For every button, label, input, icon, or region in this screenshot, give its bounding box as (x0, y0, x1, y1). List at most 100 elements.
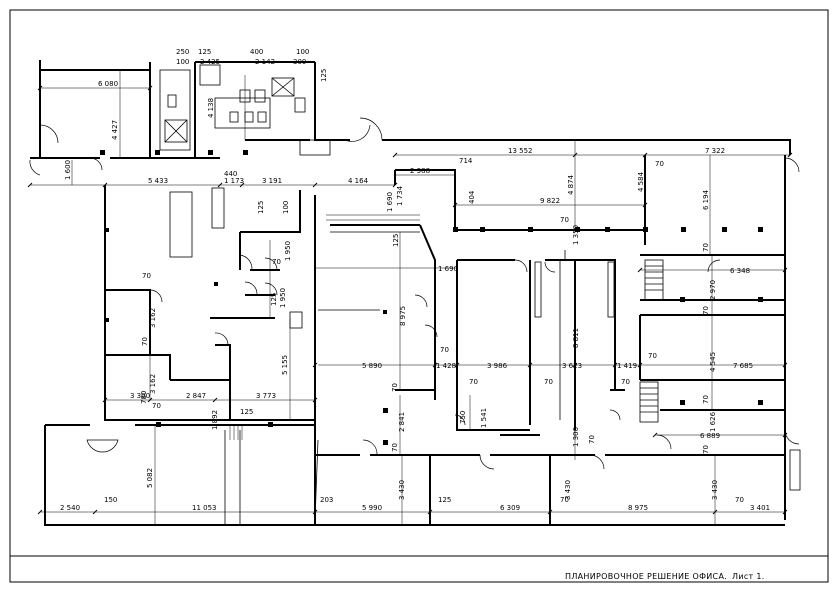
dimension-labels: 6 080 4 427 1 600 5 433 440 1 173 3 191 … (60, 48, 770, 512)
dim-6309: 6 309 (500, 504, 520, 512)
dim-150: 150 (104, 496, 117, 504)
dim-100-top: 100 (176, 58, 189, 66)
dim-1626: 1 626 (709, 411, 717, 432)
dim-1300: 1 300 (572, 427, 580, 447)
dim-70-e: 70 (141, 337, 149, 346)
dim-6080: 6 080 (98, 80, 118, 88)
dim-70-d: 70 (142, 272, 151, 280)
dim-3430-b: 3 430 (711, 480, 719, 500)
dim-3430-c: 3 430 (564, 480, 572, 500)
dim-6194: 6 194 (702, 189, 710, 210)
dim-7322: 7 322 (705, 147, 725, 155)
dim-400: 400 (250, 48, 263, 56)
dim-203: 203 (320, 496, 333, 504)
dim-70-j: 70 (621, 378, 630, 386)
partitions (159, 64, 801, 525)
dim-70-g: 70 (648, 352, 657, 360)
dim-5990: 5 990 (362, 504, 382, 512)
dim-70-i: 70 (544, 378, 553, 386)
dim-70-s: 70 (560, 496, 569, 504)
dim-1892: 1 892 (211, 410, 219, 430)
dim-3300: 3 300 (130, 392, 150, 400)
dim-125-f: 125 (240, 408, 253, 416)
dim-1734: 1 734 (396, 185, 404, 206)
dim-1350: 1 350 (572, 225, 580, 245)
dim-70-o: 70 (702, 445, 710, 454)
dim-5155: 5 155 (281, 355, 289, 375)
dim-125-mid: 125 (392, 234, 400, 247)
dim-1600: 1 600 (64, 160, 72, 180)
dim-4138: 4 138 (207, 98, 215, 118)
dim-3401: 3 401 (750, 504, 770, 512)
dim-70-m: 70 (702, 306, 710, 315)
dim-2847: 2 847 (186, 392, 206, 400)
dim-780: 780 (140, 391, 148, 404)
dim-8975-h: 8 975 (628, 504, 648, 512)
dim-70-q: 70 (391, 443, 399, 452)
dim-3191: 3 191 (262, 177, 282, 185)
dim-5082: 5 082 (146, 468, 154, 488)
dim-7685: 7 685 (733, 362, 753, 370)
dim-125-d: 125 (270, 293, 278, 306)
dim-6348: 6 348 (730, 267, 750, 275)
dim-4874: 4 874 (567, 174, 575, 195)
dim-1541: 1 541 (480, 408, 488, 428)
dim-1950-a: 1 950 (284, 241, 292, 261)
dim-404: 404 (468, 190, 476, 204)
wall-hatching (229, 214, 420, 440)
dim-70-b: 70 (560, 216, 569, 224)
dim-5890: 5 890 (362, 362, 382, 370)
dim-4427: 4 427 (111, 120, 119, 140)
dim-440: 440 (224, 170, 237, 178)
dim-70-k: 70 (391, 383, 399, 392)
dim-4164: 4 164 (348, 177, 369, 185)
dim-125-c: 125 (257, 201, 265, 214)
sheet-frame (9, 9, 829, 583)
dim-125-top: 125 (198, 48, 211, 56)
dim-13552: 13 552 (508, 147, 533, 155)
walls (30, 60, 791, 526)
dim-3986: 3 986 (487, 362, 508, 370)
dim-11053: 11 053 (192, 504, 217, 512)
dim-2970: 2 970 (709, 280, 717, 300)
dim-8975-v: 8 975 (399, 306, 407, 326)
dim-2841: 2 841 (398, 412, 406, 432)
dim-1428: 1 428 (436, 362, 456, 370)
dim-100-right: 100 (296, 48, 309, 56)
dim-125-e: 125 (438, 496, 451, 504)
dim-70-t: 70 (735, 496, 744, 504)
dim-70-l: 70 (702, 243, 710, 252)
dim-2425: 2 425 (200, 58, 220, 66)
dim-9822: 9 822 (540, 197, 560, 205)
dim-2388: 2 388 (410, 167, 430, 175)
dim-3162-b: 3 162 (149, 374, 157, 394)
dim-4584: 4 584 (637, 171, 645, 192)
dimension-lines (30, 70, 790, 525)
door-swings (29, 117, 800, 470)
dim-1419: 1 419 (617, 362, 637, 370)
dim-125-annex: 125 (320, 69, 328, 82)
dim-2142: 2 142 (255, 58, 275, 66)
dim-8811: 8 811 (572, 328, 580, 348)
dim-70-n: 70 (702, 395, 710, 404)
dim-714: 714 (459, 157, 473, 165)
dim-70-c: 70 (272, 258, 281, 266)
dim-5433: 5 433 (148, 177, 168, 185)
dim-4545: 4 545 (709, 352, 717, 372)
dim-3430-a: 3 430 (398, 480, 406, 500)
dim-1690-top: 1 690 (386, 192, 394, 212)
dim-1173: 1 173 (224, 177, 244, 185)
dim-300: 300 (293, 58, 306, 66)
sheet-number: Лист 1. (732, 572, 765, 581)
dim-3162-a: 3 162 (149, 308, 157, 328)
dim-2540: 2 540 (60, 504, 80, 512)
dim-250: 250 (176, 48, 189, 56)
dim-100-c: 100 (282, 201, 290, 214)
dim-6889: 6 889 (700, 432, 720, 440)
dim-70-r: 70 (588, 435, 596, 444)
dim-70-f: 70 (440, 346, 449, 354)
dimension-ticks (27, 85, 793, 515)
dim-1690-mid: 1 690 (438, 265, 458, 273)
drawing-title: ПЛАНИРОВОЧНОЕ РЕШЕНИЕ ОФИСА. (565, 572, 727, 581)
